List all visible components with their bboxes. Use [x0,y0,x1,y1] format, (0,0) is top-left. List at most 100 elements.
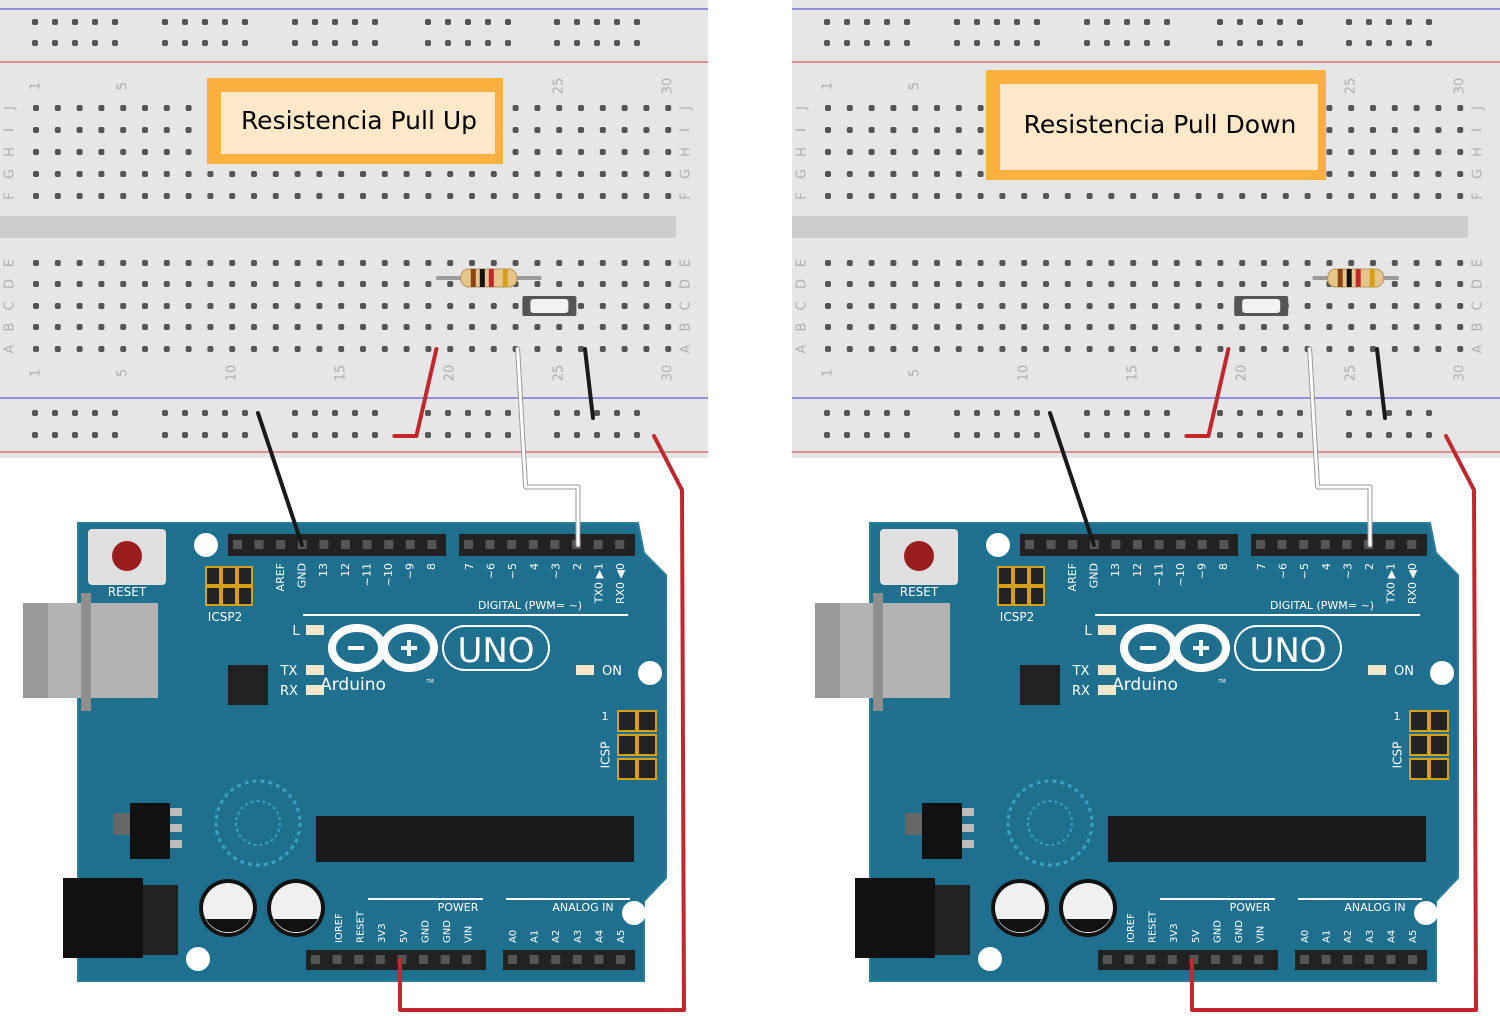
terminal-hole [534,324,541,330]
terminal-hole [868,324,875,330]
header-pin [1408,955,1417,964]
column-number: 25 [552,365,567,382]
rail-hole [112,410,118,416]
rail-hole [485,432,491,438]
terminal-hole [33,171,39,177]
header-pin [508,955,517,964]
row-letter: J [1471,106,1486,111]
label-box-inner [1000,84,1318,170]
header-pin [1386,955,1396,964]
terminal-hole [1282,193,1289,199]
rail-hole [1144,410,1150,416]
row-letter: H [679,147,694,157]
icsp-pin [637,758,657,780]
digital-pin-label: 12 [339,563,352,577]
rail-hole [242,432,248,438]
terminal-hole [272,171,279,177]
rail-hole [1257,19,1263,25]
row-letter: B [1471,323,1486,332]
resistor-band [1355,269,1361,287]
terminal-hole [272,324,279,330]
digital-pin-label: 8 [1217,563,1230,570]
power-pin-label: 5V [1191,930,1202,943]
capacitor-stripe [274,919,318,933]
terminal-hole [934,149,940,155]
terminal-hole [556,260,563,266]
row-letter: A [3,344,18,353]
terminal-hole [512,149,519,155]
power-pin-label: GND [1212,920,1223,943]
terminal-hole [207,260,214,266]
decorative-circuit [1006,779,1094,867]
terminal-hole [447,346,454,352]
terminal-hole [1195,346,1202,352]
terminal-hole [890,105,897,111]
rail-hole [594,40,600,46]
terminal-hole [955,149,962,155]
row-letter: H [795,147,810,157]
rail-hole [372,19,378,25]
uno-text: UNO [457,631,534,671]
row-letter: I [1471,128,1486,132]
digital-pin-label: AREF [1066,563,1079,591]
terminal-hole [447,324,454,330]
terminal-hole [556,281,563,287]
terminal-hole [1304,193,1311,199]
digital-pin-label: ~10 [1174,563,1187,586]
terminal-hole [1064,281,1071,287]
terminal-hole [1064,260,1071,266]
column-number: 1 [29,369,44,377]
terminal-hole [120,105,127,111]
pushbutton-cap [1242,299,1281,313]
terminal-hole [1413,105,1420,111]
column-number: 1 [821,369,836,377]
row-letter: E [1471,259,1486,267]
rail-hole [1277,19,1283,25]
led-on-label: ON [602,664,622,679]
terminal-hole [98,127,105,133]
terminal-hole [76,171,83,177]
terminal-hole [1043,303,1049,309]
terminal-hole [1370,193,1376,199]
terminal-hole [469,260,475,266]
terminal-hole [643,193,650,199]
terminal-hole [846,346,853,352]
power-label: POWER [1230,901,1271,914]
terminal-hole [120,281,127,287]
digital-header-right [1251,534,1427,556]
terminal-hole [403,324,410,330]
terminal-hole [1021,324,1028,330]
terminal-hole [912,193,919,199]
terminal-hole [890,303,897,309]
terminal-hole [1413,193,1420,199]
icsp2-label: ICSP2 [1000,610,1034,624]
terminal-hole [1326,105,1333,111]
icsp-pin [1409,710,1429,732]
digital-pin-label: 12 [1131,563,1144,577]
terminal-hole [1021,346,1028,352]
power-pin-label: 3V3 [1169,923,1180,943]
decorative-circuit [1027,800,1073,846]
icsp2-pin [237,566,253,586]
row-letter: E [3,259,18,267]
power-jack [63,878,143,958]
decorative-circuit [235,800,281,846]
terminal-hole [1435,127,1442,133]
terminal-hole [1043,193,1049,199]
mounting-hole [638,661,662,685]
terminal-hole [1457,149,1464,155]
terminal-hole [556,127,563,133]
terminal-hole [360,193,366,199]
terminal-hole [1282,324,1289,330]
analog-pin-label: A3 [1365,930,1376,943]
terminal-hole [999,193,1006,199]
icsp-pin [617,710,637,732]
terminal-hole [1370,127,1376,133]
power-pin-label: IOREF [334,913,345,943]
rail-hole [222,410,228,416]
power-jack [855,878,935,958]
header-pin [319,540,329,549]
terminal-hole [1173,303,1180,309]
terminal-hole [868,346,875,352]
terminal-hole [825,281,831,287]
